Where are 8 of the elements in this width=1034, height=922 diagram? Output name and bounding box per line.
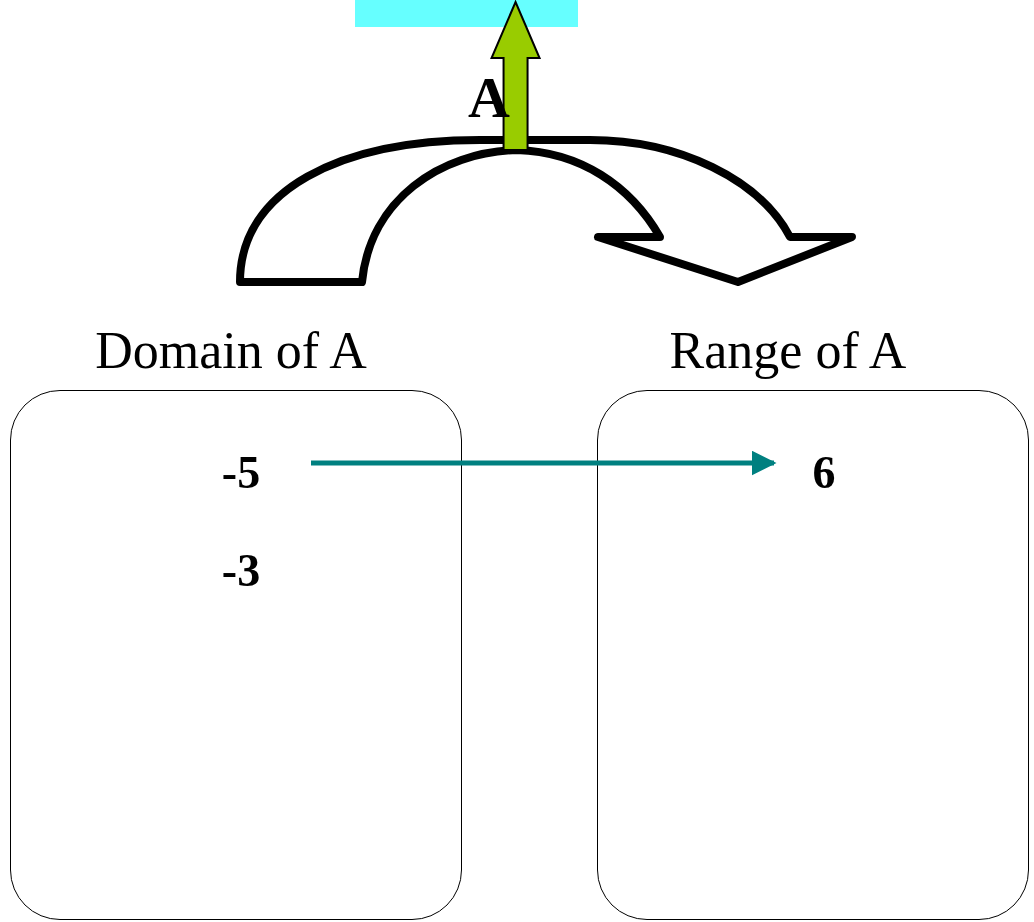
block-arrow (490, 0, 542, 151)
highlight-box (355, 0, 578, 27)
set-element: -3 (206, 545, 276, 597)
arrow (311, 450, 777, 476)
set-element: -5 (206, 447, 276, 499)
set-element: 6 (804, 447, 844, 499)
set-heading: Domain of A (94, 321, 368, 381)
set-heading: Range of A (668, 321, 908, 381)
